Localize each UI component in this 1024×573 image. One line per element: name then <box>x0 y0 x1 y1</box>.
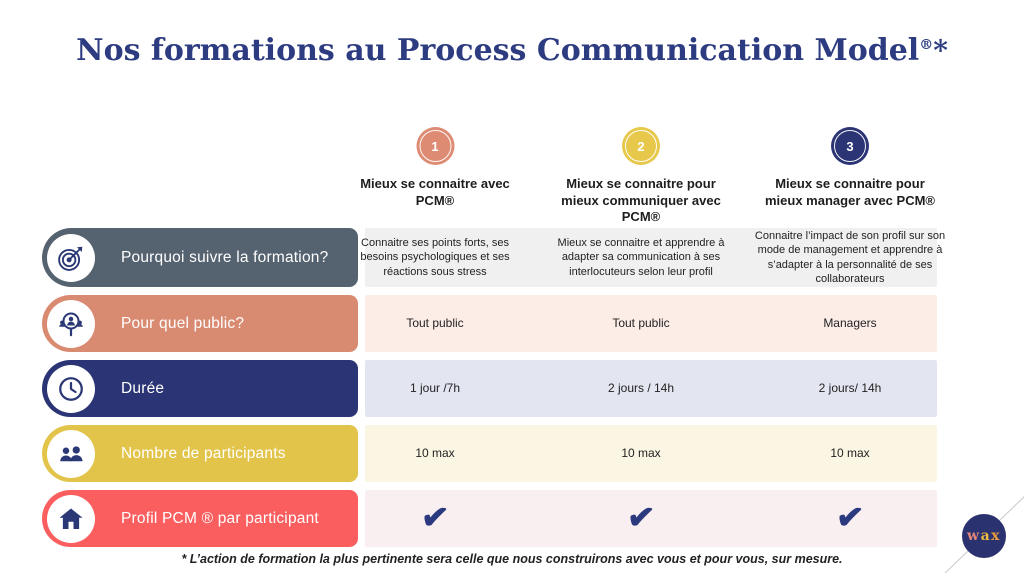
row-label-pill-duration: Durée <box>42 360 358 417</box>
table-row: ✔ ✔ ✔ Profil PCM ® par participant <box>0 490 1024 547</box>
cell-why-col1: Connaitre ses points forts, ses besoins … <box>360 236 510 278</box>
row-band: 1 jour /7h 2 jours / 14h 2 jours/ 14h <box>365 360 937 417</box>
checkmark-col2: ✔ <box>625 496 657 537</box>
cell-duration-col1: 1 jour /7h <box>409 380 461 395</box>
row-band: Connaitre ses points forts, ses besoins … <box>360 228 945 287</box>
table-row: Connaitre ses points forts, ses besoins … <box>0 228 1024 287</box>
house-icon <box>47 494 95 543</box>
row-label: Nombre de participants <box>121 444 286 462</box>
column-1-badge: 1 <box>416 127 454 165</box>
page-title-text: Nos formations au Process Communication … <box>76 33 920 68</box>
registered-mark: ® <box>919 37 934 53</box>
cell-participants-col1: 10 max <box>415 445 455 460</box>
column-header-3: 3 Mieux se connaitre pour mieux manager … <box>760 127 940 209</box>
cell-why-col2: Mieux se connaitre et apprendre à adapte… <box>557 236 725 278</box>
cell-public-col2: Tout public <box>612 315 670 330</box>
cell-public-col1: Tout public <box>406 315 464 330</box>
row-band: ✔ ✔ ✔ <box>365 490 937 547</box>
audience-search-icon <box>47 299 95 348</box>
column-2-badge: 2 <box>622 127 660 165</box>
row-band: Tout public Tout public Managers <box>365 295 937 352</box>
row-label-pill-why: Pourquoi suivre la formation? <box>42 228 358 287</box>
cell-participants-col2: 10 max <box>621 445 661 460</box>
page-title: Nos formations au Process Communication … <box>0 33 1024 68</box>
cell-participants-col3: 10 max <box>830 445 870 460</box>
target-dart-icon <box>47 233 95 282</box>
row-label-pill-public: Pour quel public? <box>42 295 358 352</box>
cell-duration-col2: 2 jours / 14h <box>607 380 675 395</box>
table-row: 10 max 10 max 10 max Nombre de participa… <box>0 425 1024 482</box>
column-2-title: Mieux se connaitre pour mieux communique… <box>561 176 721 225</box>
badge-ring <box>419 130 451 162</box>
row-label: Pour quel public? <box>121 314 245 332</box>
checkmark-col1: ✔ <box>419 496 451 537</box>
footer-note: * L’action de formation la plus pertinen… <box>181 552 843 566</box>
row-label-pill-profile: Profil PCM ® par participant <box>42 490 358 547</box>
row-label-pill-participants: Nombre de participants <box>42 425 358 482</box>
logo-letter-x: x <box>991 528 1001 544</box>
title-asterisk: * <box>933 34 948 67</box>
badge-ring <box>625 130 657 162</box>
column-header-2: 2 Mieux se connaitre pour mieux communiq… <box>546 127 736 226</box>
row-label: Pourquoi suivre la formation? <box>121 248 329 266</box>
clock-icon <box>47 364 95 413</box>
column-header-1: 1 Mieux se connaitre avec PCM® <box>353 127 518 209</box>
column-3-title: Mieux se connaitre pour mieux manager av… <box>765 176 935 208</box>
cell-public-col3: Managers <box>823 315 877 330</box>
row-band: 10 max 10 max 10 max <box>365 425 937 482</box>
logo-letter-w: w <box>967 528 981 544</box>
people-icon <box>47 429 95 478</box>
badge-ring <box>834 130 866 162</box>
column-1-title: Mieux se connaitre avec PCM® <box>360 176 510 208</box>
column-3-badge: 3 <box>831 127 869 165</box>
row-label: Profil PCM ® par participant <box>121 509 319 527</box>
row-label: Durée <box>121 379 165 397</box>
logo-letter-a: a <box>980 528 992 544</box>
cell-duration-col3: 2 jours/ 14h <box>818 380 882 395</box>
cell-why-col3: Connaitre l’impact de son profil sur son… <box>754 229 946 286</box>
checkmark-col3: ✔ <box>834 496 866 537</box>
table-row: Tout public Tout public Managers Pour qu… <box>0 295 1024 352</box>
table-row: 1 jour /7h 2 jours / 14h 2 jours/ 14h Du… <box>0 360 1024 417</box>
